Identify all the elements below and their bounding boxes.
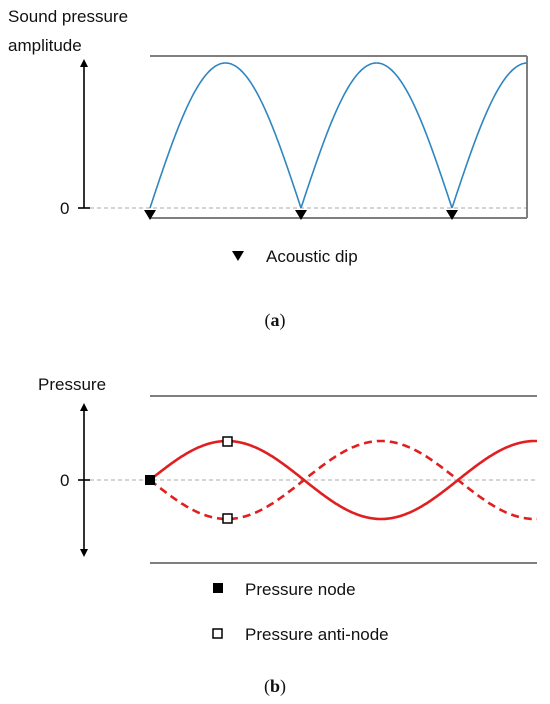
legend-dip-label: Acoustic dip xyxy=(266,247,358,266)
legend-antinode-icon xyxy=(212,628,223,639)
pressure-antinode-marker xyxy=(222,513,233,524)
y-axis-label: Pressure xyxy=(38,375,106,394)
pressure-node-marker xyxy=(145,475,155,485)
caption-b: (b) xyxy=(264,676,286,697)
zero-label: 0 xyxy=(60,471,69,490)
zero-label: 0 xyxy=(60,199,69,218)
amplitude-arc xyxy=(300,62,453,209)
pressure-antinode-marker xyxy=(222,436,233,447)
legend-antinode-label: Pressure anti-node xyxy=(245,625,389,644)
pressure-wave-dashed xyxy=(149,439,537,521)
acoustic-dip-markers xyxy=(144,210,458,220)
acoustic-dip-marker xyxy=(295,210,307,220)
caption-a: (a) xyxy=(265,310,286,331)
legend-node-icon xyxy=(213,583,223,593)
pressure-wave-solid xyxy=(149,439,537,521)
legend-node-label: Pressure node xyxy=(245,580,356,599)
amplitude-arc xyxy=(451,62,528,209)
panel-b: Pressure 0 Pressure node Pressure anti-n… xyxy=(38,375,537,697)
y-axis-label-line1: Sound pressure xyxy=(8,7,128,26)
acoustic-dip-marker xyxy=(144,210,156,220)
y-axis-label-line2: amplitude xyxy=(8,36,82,55)
panel-a: Sound pressure amplitude 0 Acoustic dip … xyxy=(8,7,528,331)
amplitude-arc xyxy=(149,62,302,209)
amplitude-curve xyxy=(149,62,528,209)
legend-dip-icon xyxy=(232,251,244,261)
acoustic-dip-marker xyxy=(446,210,458,220)
